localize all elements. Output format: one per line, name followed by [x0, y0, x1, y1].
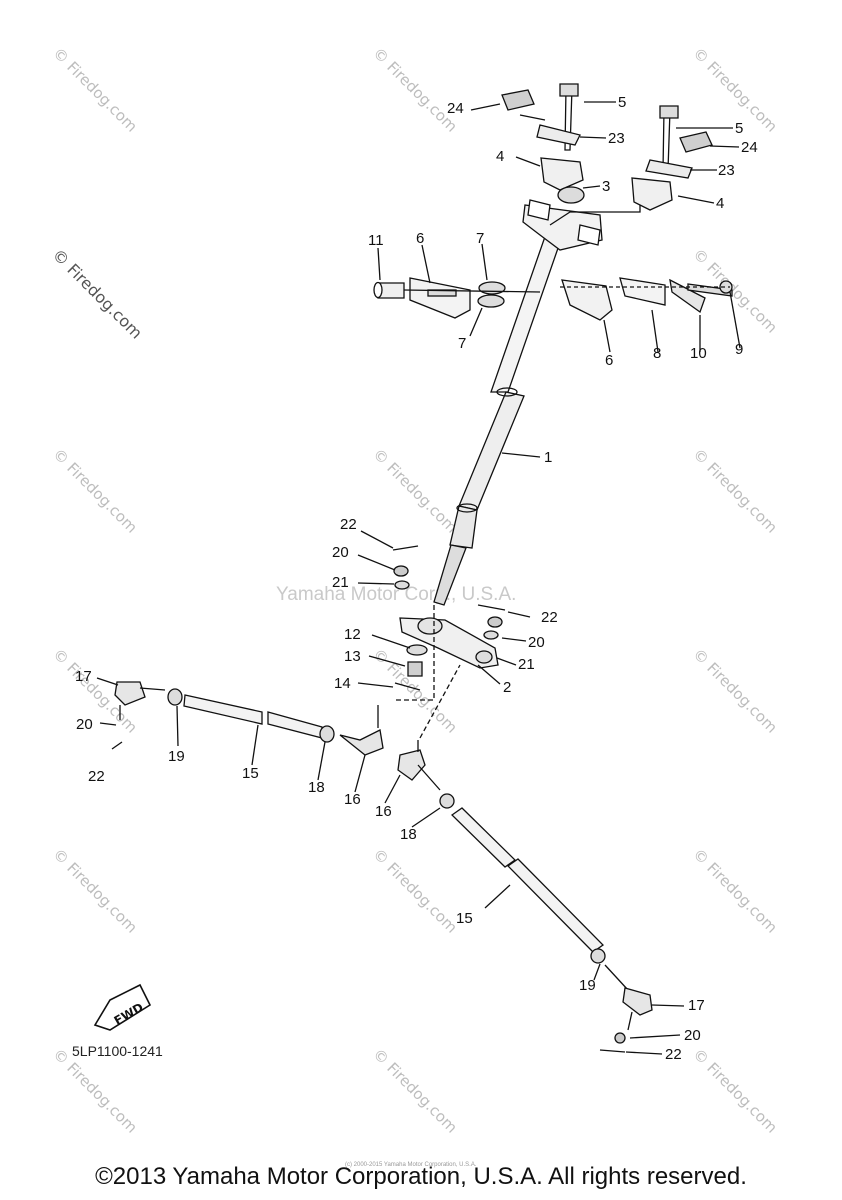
- callout-label: 21: [518, 656, 535, 673]
- callout-label: 8: [653, 345, 662, 362]
- callout-label: 5: [618, 94, 627, 111]
- callout-label: 11: [368, 232, 384, 249]
- callout-label: 19: [579, 977, 596, 994]
- center-watermark: Yamaha Motor Corp., U.S.A.: [276, 584, 517, 605]
- callout-label: 15: [242, 765, 259, 782]
- callout-label: 17: [75, 668, 92, 685]
- callout-label: 23: [608, 130, 625, 147]
- callout-label: 7: [476, 230, 485, 247]
- callout-label: 9: [735, 341, 744, 358]
- callout-label: 6: [605, 352, 614, 369]
- callout-label: 22: [541, 609, 558, 626]
- callout-label: 5: [735, 120, 744, 137]
- callout-label: 18: [308, 779, 325, 796]
- callout-label: 6: [416, 230, 425, 247]
- callout-label: 16: [344, 791, 361, 808]
- callout-label: 16: [375, 803, 392, 820]
- callout-label: 23: [718, 162, 735, 179]
- callout-label: 15: [456, 910, 473, 927]
- callout-label: 17: [688, 997, 705, 1014]
- small-print: (c) 2000-2015 Yamaha Motor Corporation, …: [345, 1162, 477, 1168]
- callout-label: 3: [602, 178, 611, 195]
- callout-label: 19: [168, 748, 185, 765]
- callout-label: 20: [332, 544, 349, 561]
- callout-label: 10: [690, 345, 707, 362]
- callout-label: 18: [400, 826, 417, 843]
- callout-label: 1: [544, 449, 553, 466]
- callout-label: 4: [716, 195, 725, 212]
- callout-label: 12: [344, 626, 361, 643]
- callout-label: 20: [528, 634, 545, 651]
- callout-label: 13: [344, 648, 361, 665]
- callout-label: 7: [458, 335, 467, 352]
- callout-label: 20: [684, 1027, 701, 1044]
- callout-label: 22: [88, 768, 105, 785]
- callout-label: 24: [741, 139, 758, 156]
- callout-label: 22: [340, 516, 357, 533]
- diagram-code: 5LP1100-1241: [72, 1043, 163, 1059]
- copyright-notice: ©2013 Yamaha Motor Corporation, U.S.A. A…: [95, 1163, 747, 1190]
- callout-label: 4: [496, 148, 505, 165]
- callout-label: 14: [334, 675, 351, 692]
- callout-label: 21: [332, 574, 349, 591]
- callout-label: 24: [447, 100, 464, 117]
- callout-label: 22: [665, 1046, 682, 1063]
- callout-label: 20: [76, 716, 93, 733]
- callout-label: 2: [503, 679, 512, 696]
